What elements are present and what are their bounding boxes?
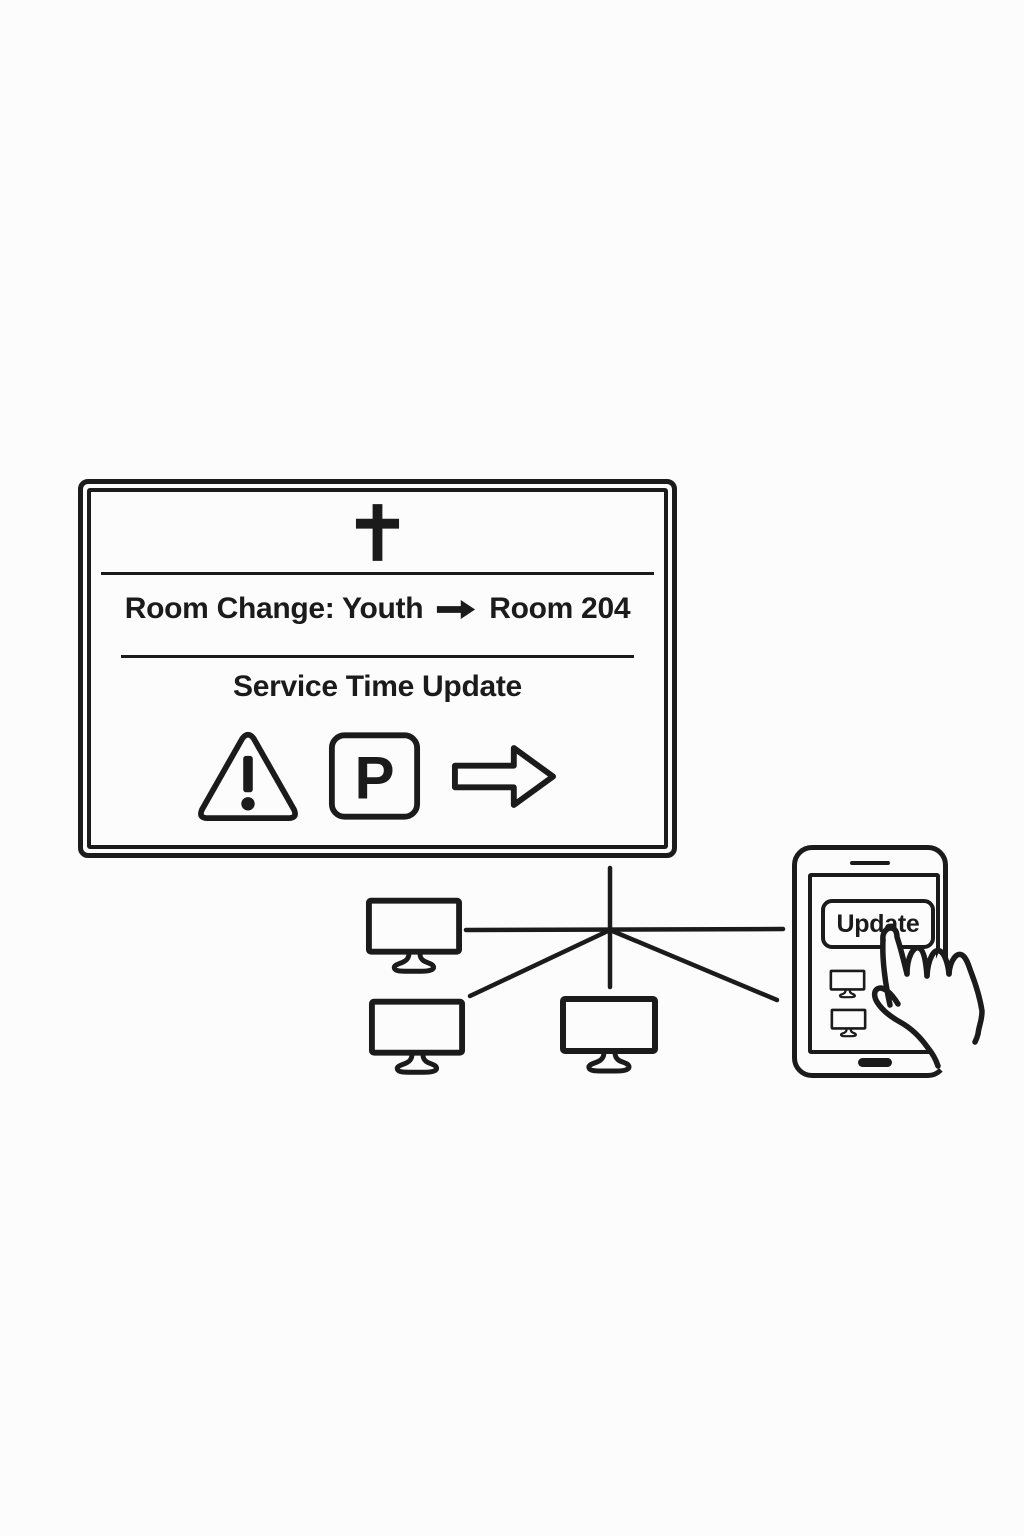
arrow-right-solid-icon <box>437 599 476 619</box>
board-icon-row: P <box>91 728 664 824</box>
announcement-board: Room Change: Youth Room 204 Service Time… <box>78 479 677 858</box>
phone-screen: Update <box>808 873 940 1054</box>
headline-right-text: Room 204 <box>489 592 631 625</box>
parking-letter: P <box>354 744 394 811</box>
monitor-icon <box>829 969 866 999</box>
monitor-icon <box>830 1008 867 1038</box>
warning-triangle-icon <box>198 731 298 822</box>
announcement-board-inner-frame: Room Change: Youth Room 204 Service Time… <box>87 488 668 849</box>
board-divider-bottom <box>121 655 634 658</box>
board-headline: Room Change: Youth Room 204 <box>91 592 664 626</box>
home-button-pill[interactable] <box>858 1058 892 1067</box>
cross-icon <box>91 502 664 568</box>
update-button[interactable]: Update <box>821 899 935 949</box>
monitor-icon <box>560 996 658 1074</box>
headline-left-text: Room Change: Youth <box>124 592 424 625</box>
phone-speaker <box>850 861 890 865</box>
smartphone: Update <box>792 845 948 1078</box>
parking-sign-icon: P <box>328 732 421 820</box>
board-divider-top <box>101 572 654 575</box>
monitor-icon <box>368 998 466 1075</box>
arrow-right-outline-icon <box>451 744 557 808</box>
monitor-icon <box>365 897 463 974</box>
board-subheadline: Service Time Update <box>233 670 522 703</box>
